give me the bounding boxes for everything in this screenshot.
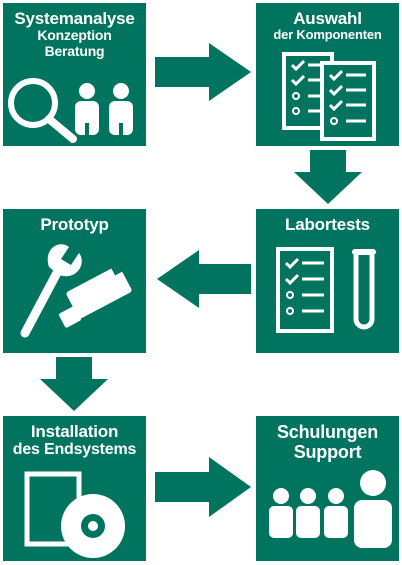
magnifier-icon [8,78,77,143]
step-title: Auswahl [293,9,362,28]
step-auswahl: Auswahl der Komponenten [256,3,399,146]
checklist-icon [276,247,334,333]
step-title: Installation [30,422,119,441]
people-icon [269,470,392,548]
step-title: Systemanalyse [14,9,135,28]
people-icon [75,83,133,135]
arrow-right-icon [155,457,251,517]
step-subtitle: der Komponenten [273,27,382,43]
step-title: Labortests [285,215,370,234]
arrow-left-icon [157,250,251,308]
arrow-down-icon [294,150,362,204]
step-installation: Installation des Endsystems [3,416,146,561]
step-labortests: Labortests [256,209,399,353]
wrench-icon [20,244,82,338]
step-systemanalyse: Systemanalyse Konzeption Beratung [3,3,146,146]
step-prototyp: Prototyp [3,209,146,353]
step-subtitle: des Endsystems [12,441,137,459]
step-subtitle: Konzeption Beratung [37,27,112,59]
step-title: Schulungen [277,422,378,442]
disc-icon [61,494,125,558]
camera-icon [59,256,132,328]
test-tube-icon [352,249,376,330]
step-title: Prototyp [40,215,109,234]
arrow-right-icon [155,43,251,101]
step-schulungen: Schulungen Support [256,416,399,561]
arrow-down-icon [40,357,108,411]
checklist-icon [282,52,376,141]
step-subtitle: Support [293,442,362,463]
